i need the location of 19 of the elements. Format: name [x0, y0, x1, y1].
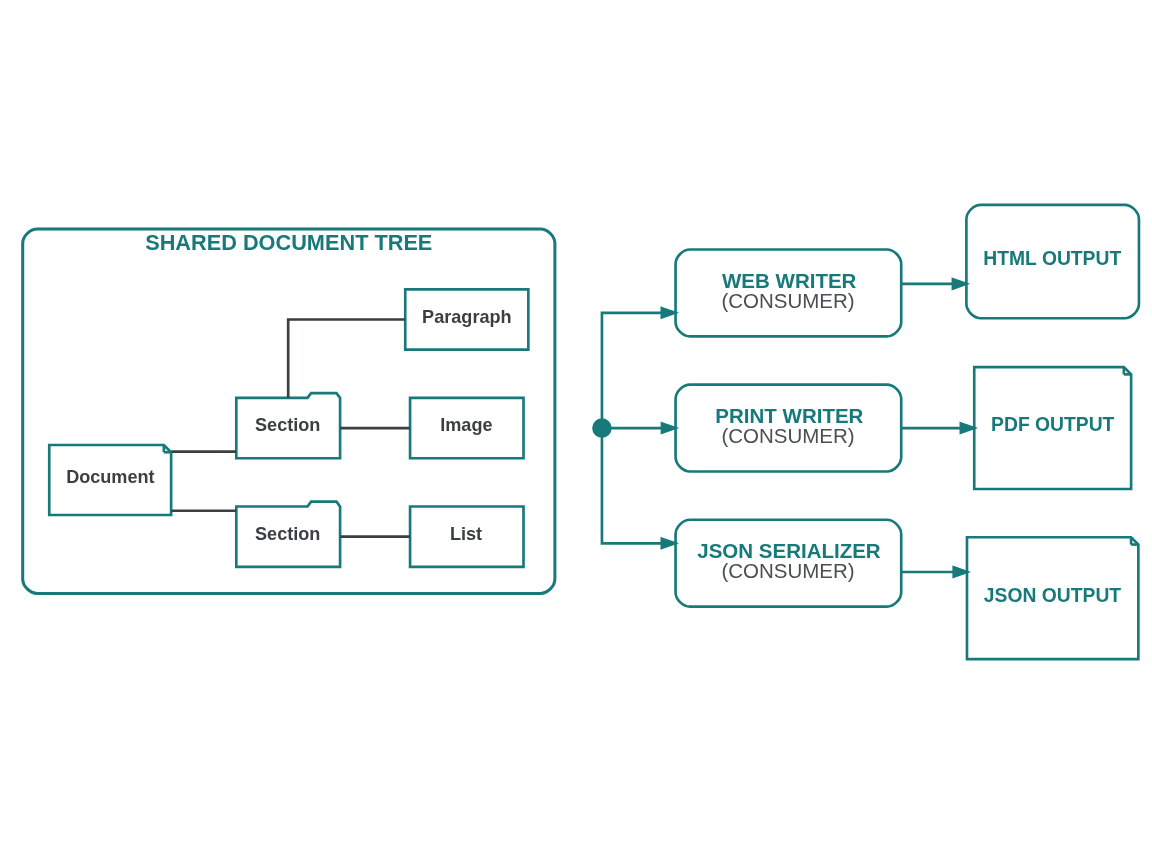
arrow	[600, 306, 680, 420]
arrow	[901, 277, 971, 291]
arrow	[901, 565, 971, 579]
node-box: HTML OUTPUT	[965, 203, 1141, 320]
arrow	[600, 436, 680, 550]
node-box: PRINT WRITER (CONSUMER)	[674, 383, 903, 473]
connector	[171, 509, 237, 513]
connector	[286, 318, 405, 398]
node-box: WEB WRITER (CONSUMER)	[674, 248, 903, 338]
arrow	[610, 421, 680, 435]
arrow	[901, 421, 979, 435]
node-box: JSON SERIALIZER (CONSUMER)	[674, 518, 903, 608]
connector	[340, 426, 410, 430]
connector	[171, 450, 237, 453]
node-box: Paragraph	[403, 287, 530, 351]
node-box: Image	[408, 396, 525, 460]
connector	[340, 535, 410, 538]
node-box: List	[408, 505, 525, 569]
node-circle	[592, 418, 612, 438]
